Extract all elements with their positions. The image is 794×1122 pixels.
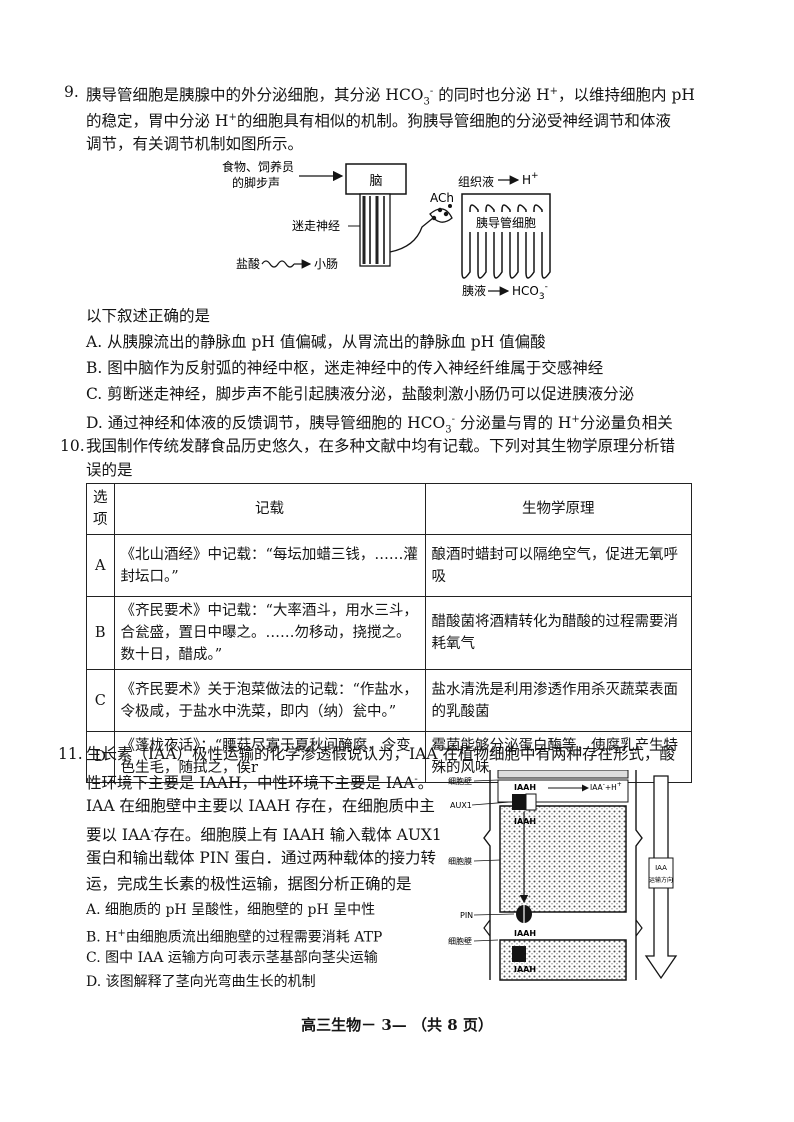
q9-option-a: A. 从胰腺流出的静脉血 pH 值偏碱，从胃流出的静脉血 pH 值偏酸 (86, 333, 546, 351)
h-plus-label: H+ (522, 171, 539, 187)
q11-number: 11. (58, 745, 83, 763)
q11-line1: 生长素（IAA）极性运输的化学渗透假说认为，IAA 在植物细胞中有两种存在形式，… (86, 745, 675, 763)
iaa-dir-label-1: IAA (655, 864, 667, 872)
acid-label: 盐酸 (236, 256, 260, 271)
q9-option-d: D. 通过神经和体液的反馈调节，胰导管细胞的 HCO3- 分泌量与胃的 H+分泌… (86, 414, 673, 436)
pancreatic-duct-cell (461, 193, 551, 279)
aux1-label: AUX1 (450, 801, 472, 810)
table-row: A 《北山酒经》中记载：“每坛加蜡三钱，……灌封坛口。” 酿酒时蜡封可以隔绝空气… (86, 534, 692, 597)
nerve-ending (389, 213, 439, 253)
food-label-2: 的脚步声 (232, 175, 280, 190)
q11-line2: 性环境下主要是 IAAH，中性环境下主要是 IAA-。 (86, 774, 434, 793)
q10-stem-line2: 误的是 (86, 461, 133, 479)
iaa-dir-label-2: 运输方向 (649, 876, 673, 884)
q9-prompt: 以下叙述正确的是 (86, 307, 211, 325)
header-option: 选项 (86, 483, 115, 535)
juice-label: 胰液 (462, 283, 486, 298)
page-footer: 高三生物－ 3— （共 8 页） (301, 1016, 493, 1034)
q11-line3: IAA 在细胞壁中主要以 IAAH 存在，在细胞质中主 (86, 797, 435, 815)
cell-label: 胰导管细胞 (476, 215, 536, 230)
q9-number: 9. (64, 83, 79, 101)
iaah-lower-cell: IAAH (514, 965, 536, 974)
ach-label: ACh (430, 191, 454, 205)
iaah-top: IAAH (514, 783, 536, 792)
q11-option-d: D. 该图解释了茎向光弯曲生长的机制 (86, 974, 316, 990)
q10-table: 选项 记载 生物学原理 A 《北山酒经》中记载：“每坛加蜡三钱，……灌封坛口。”… (86, 483, 692, 783)
pin-label: PIN (460, 911, 473, 920)
vagus-label: 迷走神经 (292, 219, 340, 233)
q9-option-b: B. 图中脑作为反射弧的神经中枢，迷走神经中的传入神经纤维属于交感神经 (86, 359, 604, 377)
table-row: B 《齐民要术》中记载：“大率酒斗，用水三斗，合瓮盛，置日中曝之。……勿移动，挠… (86, 596, 692, 670)
iaah-inside: IAAH (514, 817, 536, 826)
table-row: C 《齐民要术》关于泡菜做法的记载：“作盐水，令极咸，于盐水中洗菜，即内（纳）瓮… (86, 669, 692, 732)
q11-line5: 蛋白和输出载体 PIN 蛋白．通过两种载体的接力转 (86, 849, 436, 867)
q11-iaa-transport-diagram: 细胞壁 AUX1 细胞膜 PIN 细胞壁 IAAH IAA-+H+ IAAH I… (448, 770, 678, 981)
q10-number: 10. (60, 437, 85, 455)
cell-cytoplasm (499, 805, 627, 913)
tissue-fluid-label: 组织液 (458, 174, 494, 189)
header-principle: 生物学原理 (424, 483, 692, 535)
q11-option-b: B. H+由细胞质流出细胞壁的过程需要消耗 ATP (86, 928, 383, 946)
acid-wave (261, 260, 295, 268)
aux1-carrier (512, 794, 526, 810)
q9-stem-line2: 的稳定，胃中分泌 H+的细胞具有相似的机制。狗胰导管细胞的分泌受神经调节和体液 (86, 112, 671, 131)
iaah-bottom: IAAH (514, 929, 536, 938)
hco3-label: HCO3- (512, 282, 548, 302)
q10-stem-line1: 我国制作传统发酵食品历史悠久，在多种文献中均有记载。下列对其生物学原理分析错 (86, 437, 676, 455)
brain-label: 脑 (369, 174, 382, 189)
header-record: 记载 (113, 483, 426, 535)
wall-top-label: 细胞壁 (448, 776, 472, 786)
wall-bottom-label: 细胞壁 (448, 936, 472, 946)
q9-regulation-diagram: 食物、饲养员 的脚步声 脑 迷走神经 盐酸 小肠 ACh 组织液 H+ 胰导管细… (222, 159, 551, 302)
q9-stem-line3: 调节，有关调节机制如图所示。 (86, 135, 304, 153)
q11-option-c: C. 图中 IAA 运输方向可表示茎基部向茎尖运输 (86, 950, 378, 966)
iaa-h-top: IAA-+H+ (590, 781, 622, 792)
q9-stem-line1: 胰导管细胞是胰腺中的外分泌细胞，其分泌 HCO3- 的同时也分泌 H+，以维持细… (86, 86, 695, 108)
q11-option-a: A. 细胞质的 pH 呈酸性，细胞壁的 pH 呈中性 (86, 902, 376, 918)
membrane-label: 细胞膜 (448, 856, 472, 866)
intestine-label: 小肠 (314, 257, 338, 271)
q11-line6: 运，完成生长素的极性运输，据图分析正确的是 (86, 875, 412, 893)
food-label-1: 食物、饲养员 (222, 159, 294, 174)
q9-option-c: C. 剪断迷走神经，脚步声不能引起胰液分泌，盐酸刺激小肠仍可以促进胰液分泌 (86, 385, 635, 403)
q11-line4: 要以 IAA-存在。细胞膜上有 IAAH 输入载体 AUX1 (86, 826, 442, 845)
